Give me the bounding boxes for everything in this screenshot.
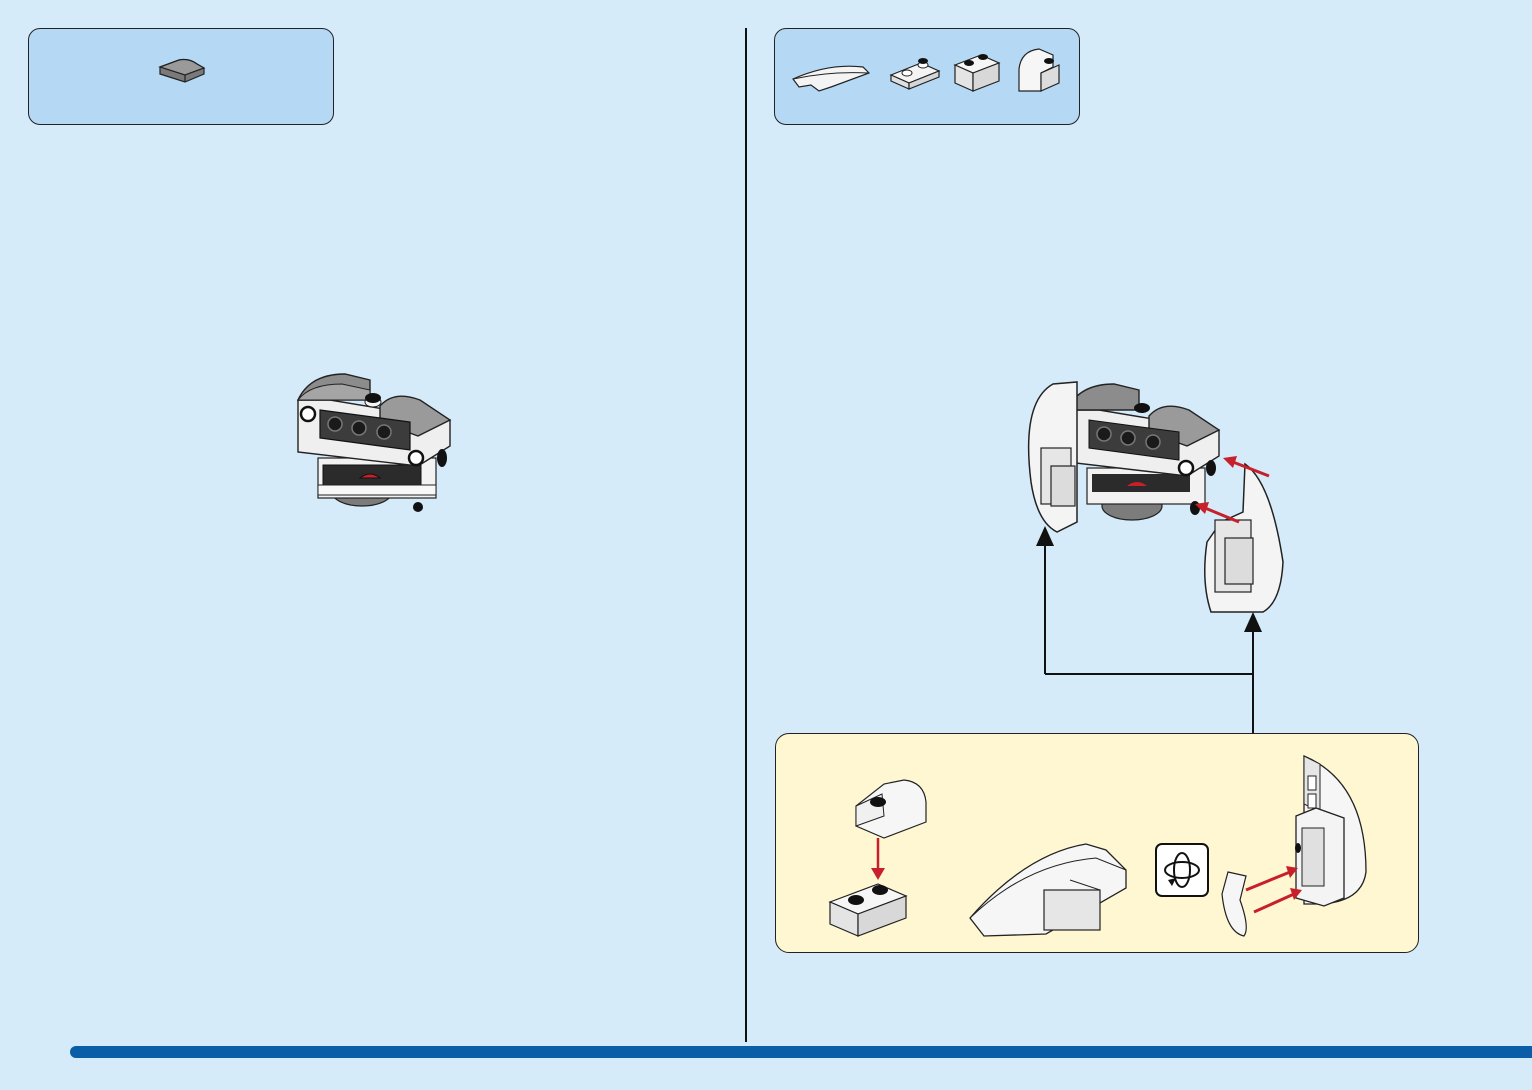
curved-brick-icon — [1013, 43, 1063, 95]
page-number — [0, 1062, 140, 1090]
parts-callout-right — [774, 28, 1080, 125]
subassembly-pointer-arrows — [1027, 520, 1267, 740]
bottom-accent-bar — [70, 1046, 1532, 1058]
jumper-plate-icon — [887, 51, 943, 91]
slope-panel-step — [966, 834, 1136, 944]
parts-callout-left — [28, 28, 334, 125]
right-page — [747, 0, 1532, 1090]
long-curved-slope-icon — [789, 61, 873, 93]
head-assembly-model — [290, 370, 455, 525]
left-page — [0, 0, 746, 1090]
brick-1x2-icon — [951, 45, 1003, 93]
stack-bricks-step — [826, 772, 936, 942]
curved-slope-brick-icon — [157, 55, 207, 85]
rotate-and-attach-step — [1216, 752, 1396, 946]
rotate-model-icon — [1154, 842, 1210, 898]
subassembly-callout — [775, 733, 1419, 953]
